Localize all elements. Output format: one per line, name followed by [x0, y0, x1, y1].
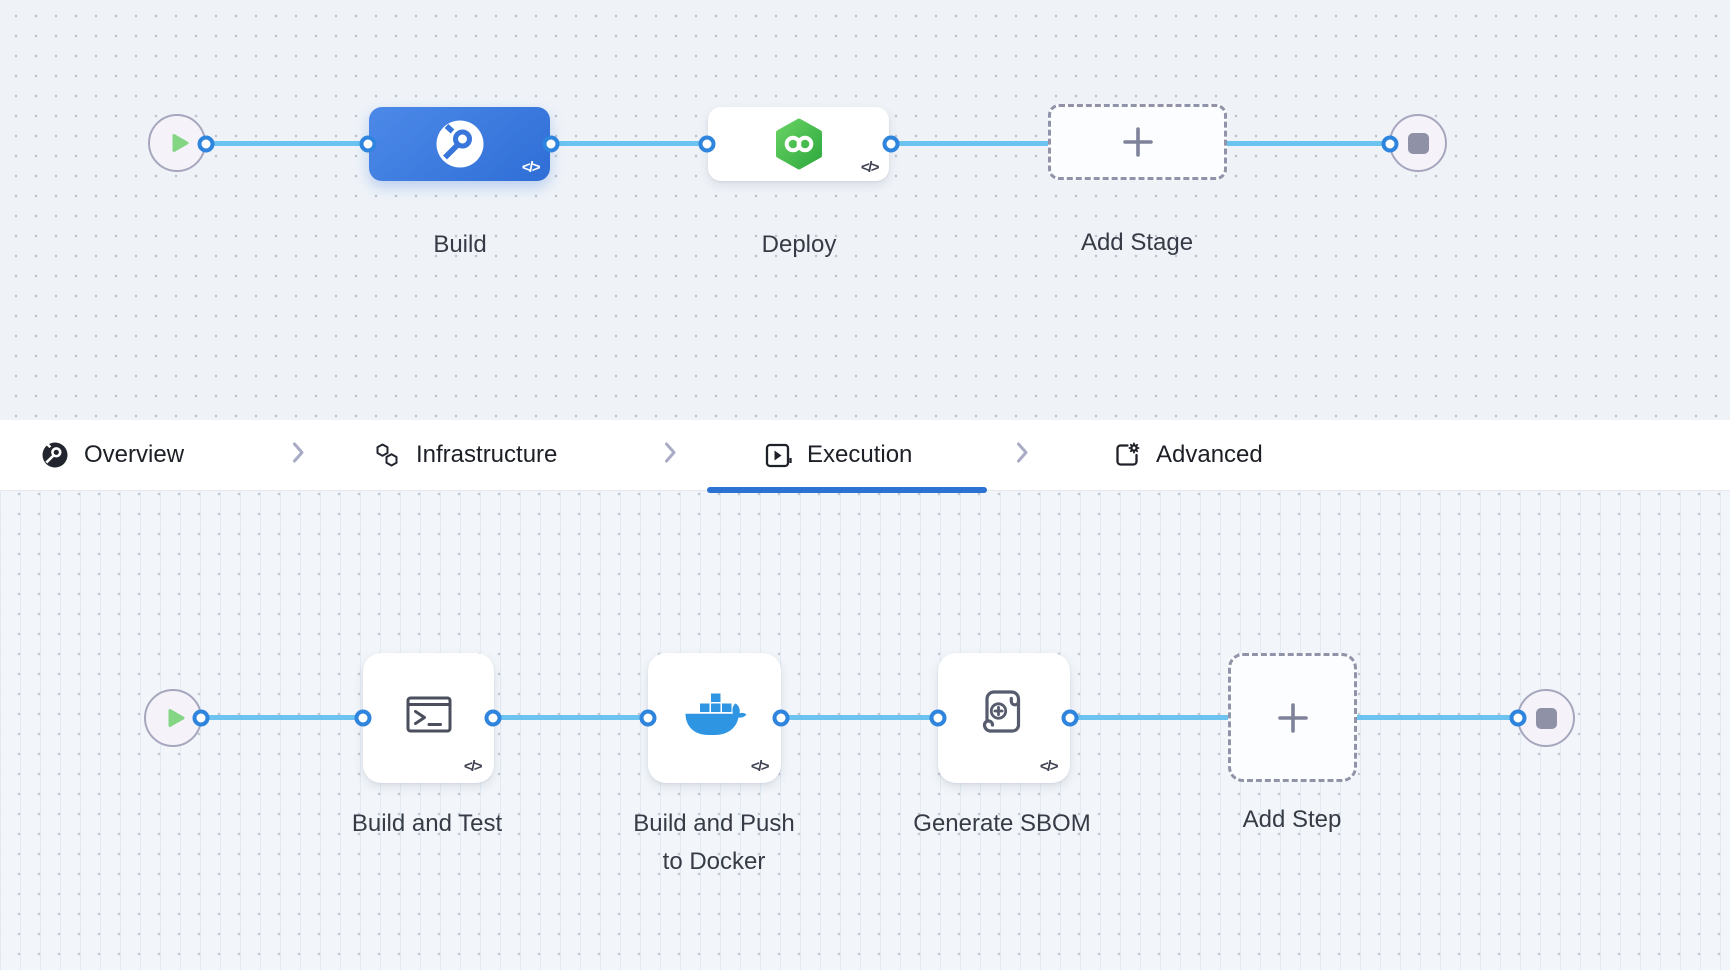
sbom-scroll-icon [975, 685, 1033, 743]
tab-advanced[interactable]: Advanced [1112, 420, 1263, 490]
execution-icon [762, 440, 793, 471]
tab-label: Execution [807, 441, 913, 468]
pipeline-start-node[interactable] [148, 114, 206, 172]
chevron-right-icon [1009, 440, 1035, 471]
tab-infrastructure[interactable]: Infrastructure [372, 420, 557, 490]
stage-label-deploy: Deploy [761, 231, 837, 258]
docker-icon [682, 689, 748, 741]
chevron-right-icon [285, 440, 311, 471]
connector-line [781, 715, 938, 720]
plus-icon [1120, 124, 1156, 160]
stage-label-build: Build [433, 231, 487, 258]
connector-port[interactable] [359, 135, 377, 153]
stage-node-deploy[interactable]: </> [708, 107, 889, 181]
step-node-build-and-test[interactable]: </> [363, 653, 494, 783]
stop-icon [1407, 132, 1429, 154]
connector-port[interactable] [1061, 709, 1079, 727]
harness-ci-icon [434, 118, 486, 170]
connector-line [206, 141, 368, 146]
code-badge[interactable]: </> [860, 159, 880, 176]
code-badge[interactable]: </> [750, 758, 770, 775]
step-node-generate-sbom[interactable]: </> [938, 653, 1070, 783]
connector-line [551, 141, 707, 146]
tab-label: Overview [84, 441, 185, 468]
tab-overview[interactable]: Overview [40, 420, 184, 490]
execution-canvas[interactable] [0, 491, 1730, 970]
connector-port[interactable] [484, 709, 502, 727]
add-step-button[interactable] [1228, 653, 1357, 782]
steps-end-node[interactable] [1517, 689, 1575, 747]
code-badge[interactable]: </> [1039, 758, 1059, 775]
tab-label: Advanced [1156, 441, 1263, 468]
stage-settings-tabbar: Overview Infrastructure [0, 420, 1730, 493]
connector-port[interactable] [1509, 709, 1527, 727]
advanced-icon [1112, 440, 1142, 470]
stop-icon [1535, 707, 1557, 729]
connector-port[interactable] [772, 709, 790, 727]
play-icon [163, 706, 187, 730]
connector-port[interactable] [882, 135, 900, 153]
connector-port[interactable] [639, 709, 657, 727]
step-label-build-and-test: Build and Test [351, 810, 503, 837]
connector-port[interactable] [354, 709, 372, 727]
pipeline-end-node[interactable] [1389, 114, 1447, 172]
stage-canvas[interactable] [0, 0, 1730, 420]
terminal-icon [402, 687, 456, 741]
step-node-build-and-push-to-docker[interactable]: </> [648, 653, 781, 783]
overview-icon [40, 440, 70, 470]
harness-cd-icon [772, 117, 826, 171]
tab-execution[interactable]: Execution [762, 420, 912, 490]
connector-port[interactable] [542, 135, 560, 153]
code-badge[interactable]: </> [521, 159, 541, 176]
plus-icon [1275, 700, 1311, 736]
code-badge[interactable]: </> [463, 758, 483, 775]
add-stage-button[interactable] [1048, 104, 1227, 180]
chevron-right-icon [657, 440, 683, 471]
step-label-add-step: Add Step [1242, 806, 1342, 833]
connector-line [201, 715, 363, 720]
step-label-build-and-push-line2: to Docker [662, 848, 766, 875]
connector-port[interactable] [197, 135, 215, 153]
infrastructure-icon [372, 440, 402, 470]
step-label-build-and-push-line1: Build and Push [633, 810, 795, 837]
active-tab-underline [707, 487, 987, 493]
connector-port[interactable] [698, 135, 716, 153]
connector-port[interactable] [929, 709, 947, 727]
tab-label: Infrastructure [416, 441, 558, 468]
connector-line [493, 715, 648, 720]
connector-port[interactable] [192, 709, 210, 727]
step-label-generate-sbom: Generate SBOM [913, 810, 1091, 837]
play-icon [167, 131, 191, 155]
connector-port[interactable] [1381, 135, 1399, 153]
stage-label-add-stage: Add Stage [1080, 229, 1194, 256]
stage-node-build[interactable]: </> [369, 107, 550, 181]
